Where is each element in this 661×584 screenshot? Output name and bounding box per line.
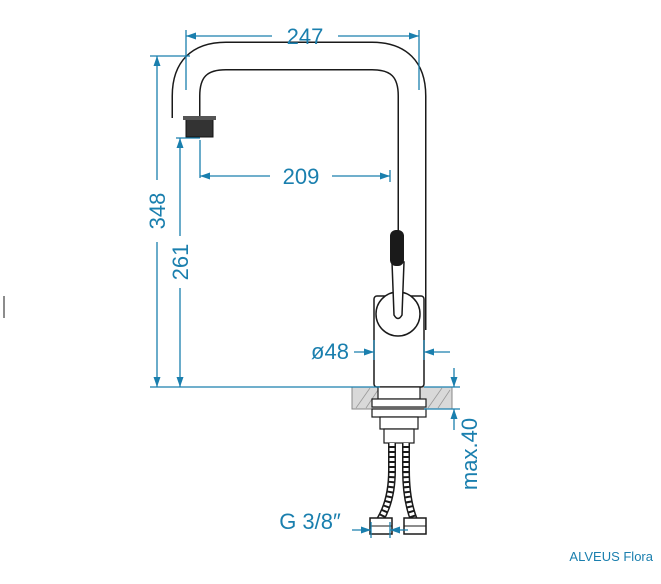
dimension-diameter-label: ø48 xyxy=(311,339,349,364)
dimension-width-label: 247 xyxy=(287,24,324,49)
mounting-assembly xyxy=(371,386,427,444)
aerator-ring xyxy=(183,116,216,120)
dimension-max-thickness-label: max.40 xyxy=(457,418,482,490)
spout xyxy=(171,41,427,330)
dimension-reach-label: 209 xyxy=(283,164,320,189)
dimension-thread-label: G 3/8″ xyxy=(279,509,341,534)
lever-handle xyxy=(390,230,405,320)
supply-hoses xyxy=(369,443,427,535)
brand-label: ALVEUS Flora xyxy=(569,549,653,564)
dimension-height-total-label: 348 xyxy=(145,193,170,230)
dimension-height-spout-label: 261 xyxy=(168,244,193,281)
